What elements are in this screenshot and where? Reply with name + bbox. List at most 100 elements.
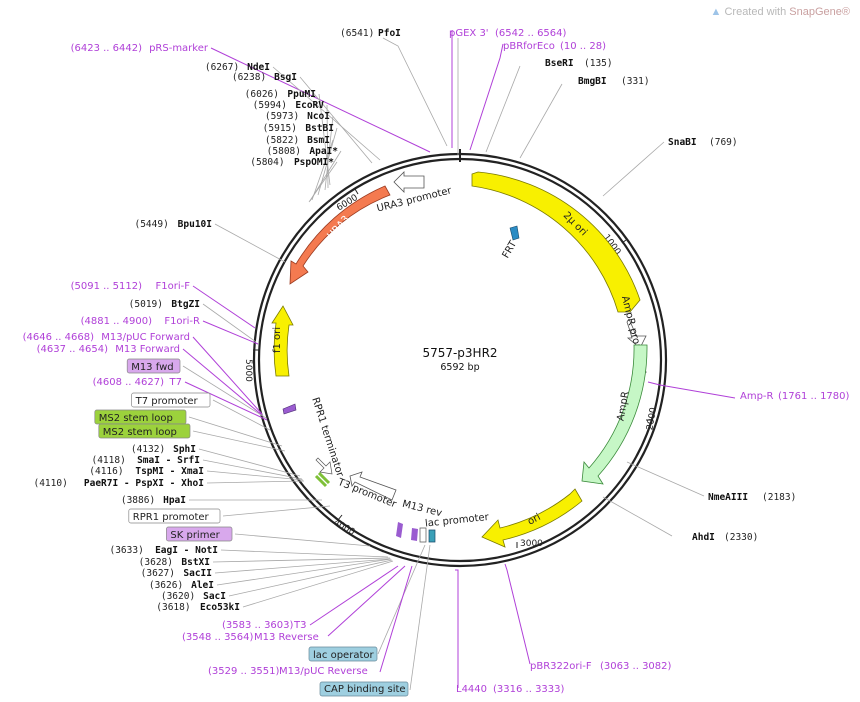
left-label-m13-puc-forward[interactable]: M13/pUC Forward(4646 .. 4668) <box>23 332 190 343</box>
primer-m13puc-reverse[interactable]: M13/pUC Reverse <box>279 666 368 677</box>
left-label-ms2-stem-loop[interactable]: MS2 stem loop <box>98 423 191 439</box>
site-bseri[interactable]: BseRI <box>545 58 574 69</box>
leader-line-t7-promoter <box>212 399 271 431</box>
label-box-text: RPR1 promoter <box>133 512 210 523</box>
label-number: (4118) <box>91 455 125 466</box>
label-name: T7 <box>169 377 182 388</box>
site-bmgbi[interactable]: BmgBI <box>578 76 607 87</box>
left-label-pspomi[interactable]: PspOMI*(5804) <box>250 157 334 168</box>
svg-text:2000: 2000 <box>645 407 659 432</box>
feature-ori[interactable] <box>481 488 583 548</box>
feature-lac-promoter[interactable] <box>419 527 436 543</box>
tick-5000: 5000 <box>243 349 259 382</box>
left-label-ppumi[interactable]: PpuMI(6026) <box>245 89 316 100</box>
leader-line-btgzi <box>202 303 257 343</box>
t3-range: (3583 .. 3603) <box>222 620 294 631</box>
feature-t3-promoter[interactable] <box>349 471 397 501</box>
leader-line-m13-fwd <box>182 365 267 419</box>
site-pfoi[interactable]: PfoI <box>378 28 401 39</box>
feature-ampr[interactable] <box>581 344 648 485</box>
left-label-bpu10i[interactable]: Bpu10I(5449) <box>134 219 212 230</box>
left-label-bsgi[interactable]: BsgI(6238) <box>232 72 297 83</box>
left-labels: pRS-marker(6423 .. 6442) NdeI(6267)BsgI(6… <box>23 43 339 613</box>
label-number: (4110) <box>33 478 67 489</box>
feature-2mu-ori[interactable] <box>471 171 641 313</box>
label-name: SacI <box>203 591 226 602</box>
left-label-m13-forward[interactable]: M13 Forward(4637 .. 4654) <box>37 344 180 355</box>
site-nmeaiii[interactable]: NmeAIII <box>708 492 748 503</box>
label-number: (5915) <box>263 123 297 134</box>
left-label-sacii[interactable]: SacII(3627) <box>141 568 212 579</box>
pfoi-number: (6541) <box>340 28 374 39</box>
left-label-bstxi[interactable]: BstXI(3628) <box>139 557 210 568</box>
left-label-eagi-noti[interactable]: EagI - NotI(3633) <box>109 545 218 556</box>
label-name: HpaI <box>163 495 186 506</box>
label-number: (3618) <box>156 602 190 613</box>
feature-frt[interactable] <box>509 225 520 241</box>
feature-ura3-promoter[interactable] <box>393 171 425 193</box>
left-label-bsmi[interactable]: BsmI(5822) <box>265 135 330 146</box>
lac-operator-box[interactable]: lac operator <box>308 646 378 662</box>
left-label-smai-srfi[interactable]: SmaI - SrfI(4118) <box>91 455 200 466</box>
primer-amp-r[interactable]: Amp-R <box>740 391 774 402</box>
left-label-hpai[interactable]: HpaI(3886) <box>121 495 186 506</box>
leader-line-prs-marker <box>210 47 431 153</box>
feature-rpr1-promoter-arrow[interactable] <box>315 457 333 475</box>
feature-f1-ori[interactable] <box>271 305 294 377</box>
left-label-eco53ki[interactable]: Eco53kI (3618) <box>156 602 240 613</box>
label-number: (5808) <box>267 146 301 157</box>
primer-pbrforeco[interactable]: pBRforEco <box>503 41 555 52</box>
label-ampr: AmpR <box>616 391 632 422</box>
leader-line-smai-srfi <box>202 459 303 480</box>
left-label-saci[interactable]: SacI(3620) <box>161 591 226 602</box>
feature-m13-fwd-marker[interactable] <box>282 403 297 415</box>
feature-ms2-loops[interactable] <box>314 471 331 488</box>
left-label-m13-fwd[interactable]: M13 fwd <box>126 358 181 374</box>
left-label-btgzi[interactable]: BtgZI(5019) <box>129 299 200 310</box>
left-label-sk-primer[interactable]: SK primer <box>166 526 233 542</box>
left-label-ms2-stem-loop[interactable]: MS2 stem loop <box>94 409 187 425</box>
leader-line-bpu10i <box>214 223 286 263</box>
left-label-f1ori-f[interactable]: F1ori-F(5091 .. 5112) <box>71 281 191 292</box>
label-name: Eco53kI <box>200 602 240 613</box>
label-name: Bpu10I <box>178 219 212 230</box>
primer-pbr322ori-f[interactable]: pBR322ori-F <box>530 661 592 672</box>
svg-text:3000: 3000 <box>520 539 543 549</box>
primer-pgex3[interactable]: pGEX 3' <box>449 28 489 39</box>
site-ahdi[interactable]: AhdI <box>692 532 715 543</box>
label-name: F1ori-R <box>164 316 200 327</box>
left-label-bstbi[interactable]: BstBI(5915) <box>263 123 334 134</box>
pgex3-range: (6542 .. 6564) <box>495 28 567 39</box>
t3-leader <box>309 565 399 626</box>
label-name: BtgZI <box>171 299 200 310</box>
feature-ura3[interactable] <box>289 185 391 285</box>
left-label-t7-promoter[interactable]: T7 promoter <box>131 392 211 408</box>
left-label-t7[interactable]: T7(4608 .. 4627) <box>93 377 182 388</box>
left-label-f1ori-r[interactable]: F1ori-R(4881 .. 4900) <box>81 316 200 327</box>
left-label-ndei[interactable]: NdeI(6267) <box>205 62 270 73</box>
label-frt: FRT <box>501 238 520 260</box>
primer-l4440[interactable]: L4440 <box>456 684 487 695</box>
tick-4000: 4000 <box>331 514 357 538</box>
cap-binding-site-box[interactable]: CAP binding site <box>319 681 409 697</box>
primer-t3[interactable]: T3 <box>293 620 306 631</box>
left-label-paer7i-pspxi-xhoi[interactable]: PaeR7I - PspXI - XhoI (4110) <box>33 478 204 489</box>
left-label-sphi[interactable]: SphI(4132) <box>131 444 196 455</box>
left-label-rpr1-promoter[interactable]: RPR1 promoter <box>128 508 221 524</box>
site-snabi[interactable]: SnaBI <box>668 137 697 148</box>
primer-m13-reverse[interactable]: M13 Reverse <box>254 632 319 643</box>
feature-m13-rev[interactable] <box>396 522 418 541</box>
left-label-ncoi[interactable]: NcoI(5973) <box>265 111 330 122</box>
left-label-prs-marker[interactable]: pRS-marker(6423 .. 6442) <box>71 43 209 54</box>
label-box-text: M13 fwd <box>131 362 173 373</box>
leader-line-pspomi <box>308 161 338 203</box>
left-label-tspmi-xmai[interactable]: TspMI - XmaI(4116) <box>89 466 204 477</box>
ahdi-number: (2330) <box>724 532 758 543</box>
left-label-apai[interactable]: ApaI*(5808) <box>267 146 339 157</box>
label-number: (6267) <box>205 62 239 73</box>
label-name: PaeR7I - PspXI - XhoI <box>84 478 204 489</box>
left-label-alei[interactable]: AleI(3626) <box>149 580 214 591</box>
feature-ampr-promoter[interactable] <box>626 318 647 349</box>
left-label-ecorv[interactable]: EcoRV(5994) <box>253 100 325 111</box>
